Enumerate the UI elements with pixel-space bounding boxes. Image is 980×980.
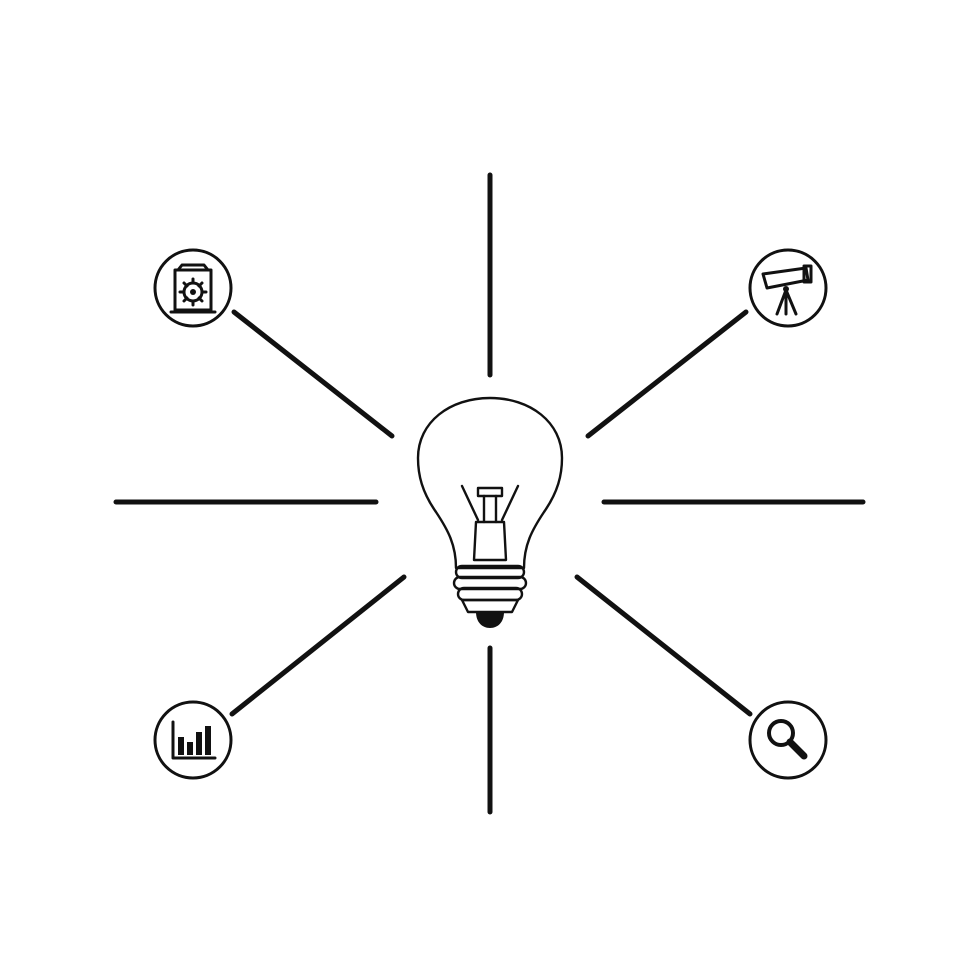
magnifier-icon: [767, 719, 808, 760]
badge-bottom-left: [153, 700, 233, 780]
bar-chart-icon: [171, 720, 217, 760]
badge-top-right: [748, 248, 828, 328]
telescope-icon: [761, 264, 813, 316]
rays: [113, 172, 866, 815]
ray-bottom-left: [229, 574, 407, 717]
lightbulb-icon: [416, 396, 564, 628]
ray-top-right: [585, 309, 749, 439]
factory-gear-icon: [169, 263, 217, 314]
badge-ring: [153, 700, 233, 780]
badge-ring: [153, 248, 233, 328]
ray-top-left: [231, 309, 395, 439]
ray-bottom-right: [574, 574, 753, 717]
badge-top-left: [153, 248, 233, 328]
badge-bottom-right: [748, 700, 828, 780]
